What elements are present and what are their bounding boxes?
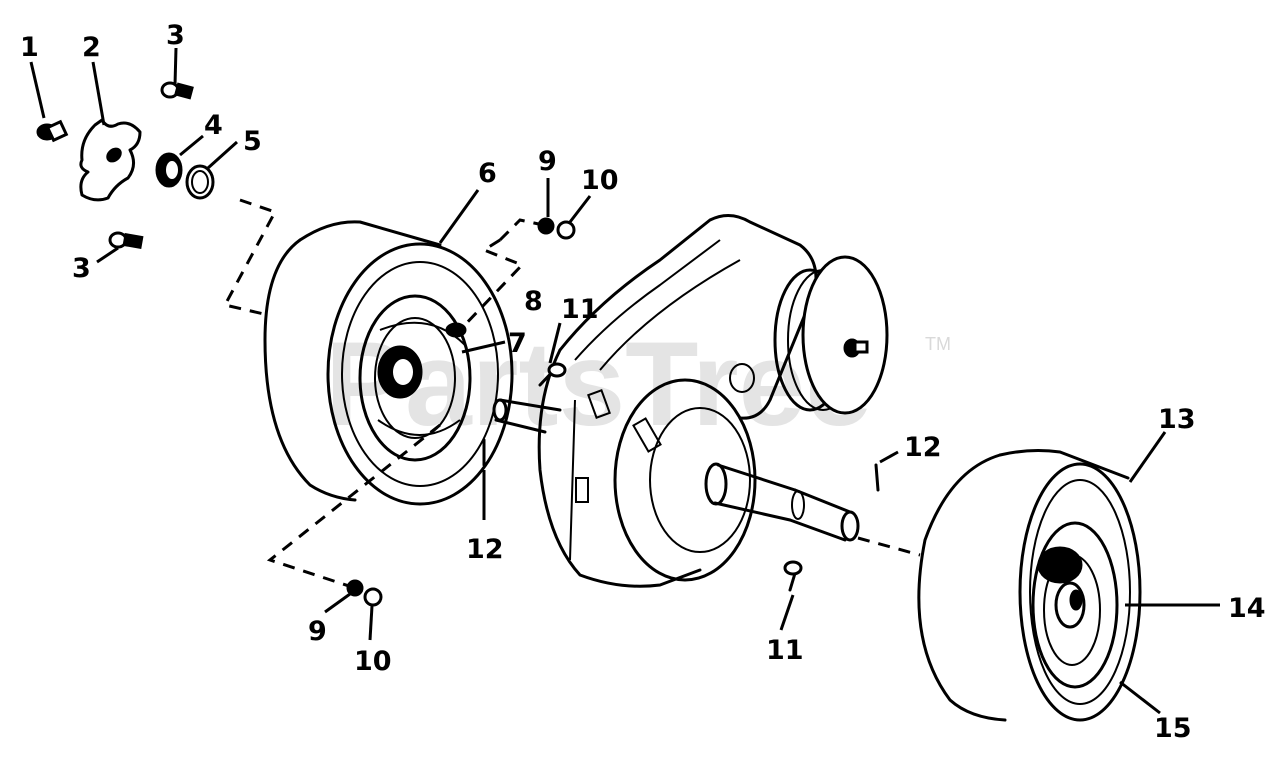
bolt-part-3-bottom <box>108 231 144 250</box>
callout-1: 1 <box>20 32 39 63</box>
left-rim <box>358 294 472 462</box>
left-tire-sidewall <box>326 242 514 506</box>
right-rim <box>1031 521 1119 689</box>
washer-part-5 <box>185 164 215 200</box>
callout-3-top: 3 <box>166 20 185 51</box>
callout-15: 15 <box>1154 713 1192 744</box>
bolt-part-1 <box>36 119 69 143</box>
left-wheel-assembly <box>263 220 514 506</box>
callout-8: 8 <box>524 286 543 317</box>
callout-10-top: 10 <box>581 165 619 196</box>
callout-2: 2 <box>82 32 101 63</box>
callout-3-bottom: 3 <box>72 253 91 284</box>
callout-4: 4 <box>204 110 223 141</box>
callout-5: 5 <box>243 126 262 157</box>
assembly-dash-lines <box>222 198 921 590</box>
callout-11-top: 11 <box>561 294 599 325</box>
callout-12-left: 12 <box>466 534 504 565</box>
key-part-12-right <box>874 463 880 492</box>
callout-7: 7 <box>508 328 527 359</box>
right-wheel-assembly <box>917 449 1142 722</box>
callout-9-top: 9 <box>538 146 557 177</box>
callout-9-bottom: 9 <box>308 616 327 647</box>
nut-part-9-top <box>537 217 555 235</box>
washer-part-10-top <box>556 220 576 240</box>
callout-6: 6 <box>478 158 497 189</box>
small-hardware <box>346 217 880 607</box>
washer-part-10-bottom <box>363 587 383 607</box>
right-tire-sidewall <box>1018 462 1142 722</box>
hub-plate-part-2 <box>79 118 142 202</box>
leader-lines <box>29 47 1220 715</box>
callout-11-bottom: 11 <box>766 635 804 666</box>
bolt-part-3-top <box>160 81 194 100</box>
callout-12-right: 12 <box>904 432 942 463</box>
transaxle-side-cover <box>613 378 757 582</box>
hub-cap-hardware <box>36 81 215 250</box>
callout-14: 14 <box>1228 593 1266 624</box>
input-pulley <box>773 255 889 415</box>
nut-part-4 <box>155 152 183 188</box>
callout-labels: 1 2 3 3 4 5 6 7 8 9 10 9 10 11 11 12 12 … <box>20 20 1266 744</box>
watermark-trademark: TM <box>925 334 951 354</box>
nut-part-9-bottom <box>346 579 364 597</box>
transaxle-housing <box>537 214 889 588</box>
callout-13: 13 <box>1158 404 1196 435</box>
callout-10-bottom: 10 <box>354 646 392 677</box>
axle-shafts <box>492 398 860 542</box>
